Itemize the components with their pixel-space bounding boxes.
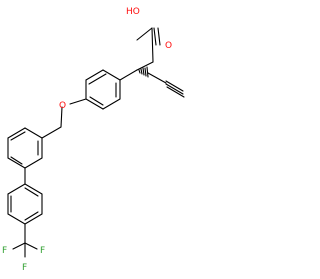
carbonyl-oxygen-label: O (165, 41, 172, 51)
carboxylic-acid-group (136, 27, 161, 71)
hydroxyl-label: HO (126, 7, 140, 17)
trifluoromethyl-group (12, 223, 38, 258)
propynyl-group (147, 72, 185, 98)
phenyl-ring-2 (7, 126, 62, 169)
phenyl-ring-3 (7, 167, 43, 225)
structure-canvas: HO O O F F F (2, 7, 185, 273)
fluorine-label-left: F (2, 246, 7, 256)
ether-linkage (60, 98, 87, 128)
fluorine-label-right: F (40, 246, 45, 256)
phenyl-ring-1 (85, 69, 138, 110)
ether-oxygen-label: O (59, 101, 66, 111)
fluorine-label-bottom: F (22, 263, 27, 273)
hashed-wedge-bond (138, 66, 149, 78)
